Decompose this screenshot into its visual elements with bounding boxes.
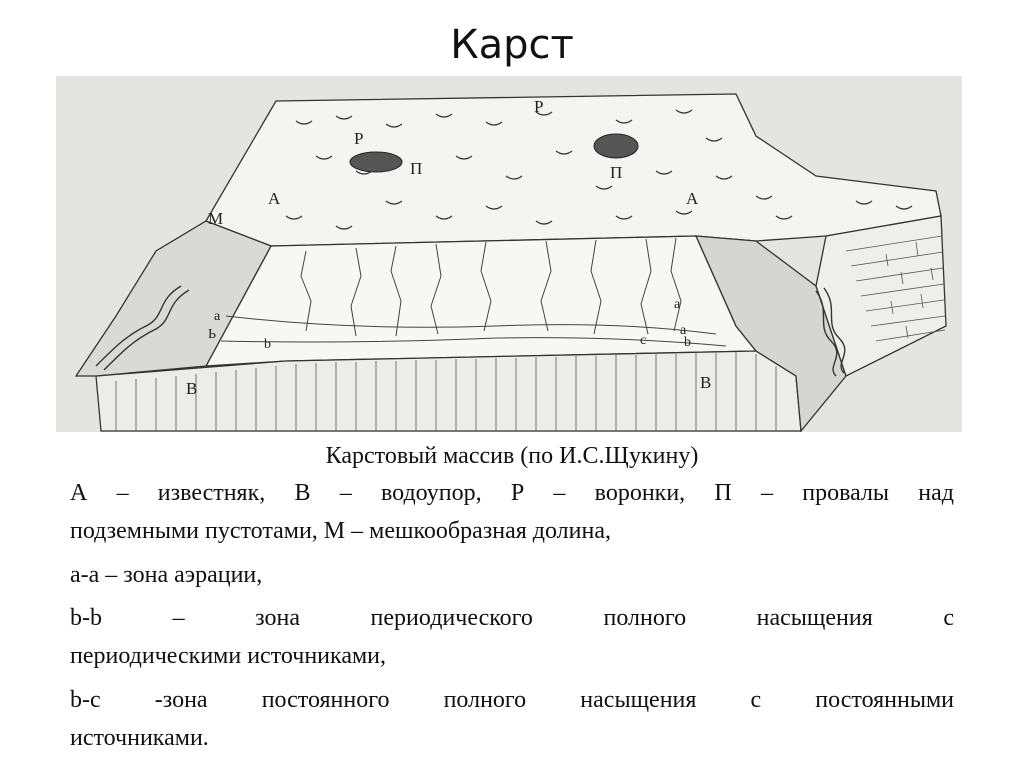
- legend-line-3a: b-b – зона периодического полного насыще…: [70, 605, 954, 631]
- right-gorge: [694, 235, 847, 432]
- legend-line-1b: подземными пустотами, М – мешкообразная …: [70, 518, 611, 544]
- legend-line-3b: периодическими источниками,: [70, 643, 386, 669]
- label-small-b-cyr-left: Ь: [208, 327, 216, 342]
- rivers: [95, 285, 846, 377]
- karst-channels: [220, 237, 727, 347]
- label-small-b-right: b: [684, 335, 691, 350]
- label-small-c-right: с: [640, 333, 646, 348]
- limestone-top-surface: [205, 93, 942, 247]
- label-small-a-right-2: а: [680, 323, 687, 338]
- label-small-a-left: а: [214, 309, 221, 324]
- legend-line-1a: А – известняк, В – водоупор, Р – воронки…: [70, 480, 954, 506]
- label-a-right: А: [686, 189, 699, 208]
- slide-title: Карст: [450, 22, 574, 68]
- label-p-left: П: [410, 159, 422, 178]
- label-r-right: Р: [534, 97, 543, 116]
- collapse-depression-left: [349, 151, 403, 173]
- brick-pattern: [845, 235, 946, 342]
- legend-line-2: а-а – зона аэрации,: [70, 562, 263, 588]
- karst-diagram-svg: А А М Р Р П П В В а Ь b а а с b: [74, 93, 947, 432]
- legend-line-4b: источниками.: [70, 725, 209, 751]
- right-brick-block: [815, 215, 947, 377]
- label-p-right: П: [610, 163, 622, 182]
- sinkholes: [285, 109, 913, 230]
- label-small-b-left: b: [264, 337, 271, 352]
- aquiclude-hatching: [115, 352, 777, 431]
- label-m: М: [208, 209, 223, 228]
- figure-caption-heading: Карстовый массив (по И.С.Щукину): [325, 443, 699, 469]
- label-b-left: В: [186, 379, 197, 398]
- legend-line-4a: b-с -зона постоянного полного насыщения …: [70, 687, 954, 713]
- label-r-left: Р: [354, 129, 363, 148]
- label-b-right: В: [700, 373, 711, 392]
- label-a-left: А: [268, 189, 281, 208]
- karst-block-diagram: А А М Р Р П П В В а Ь b а а с b: [56, 76, 962, 432]
- left-valley-slope: [74, 220, 272, 377]
- collapse-depression-right: [593, 133, 639, 159]
- label-small-a-right: а: [674, 297, 681, 312]
